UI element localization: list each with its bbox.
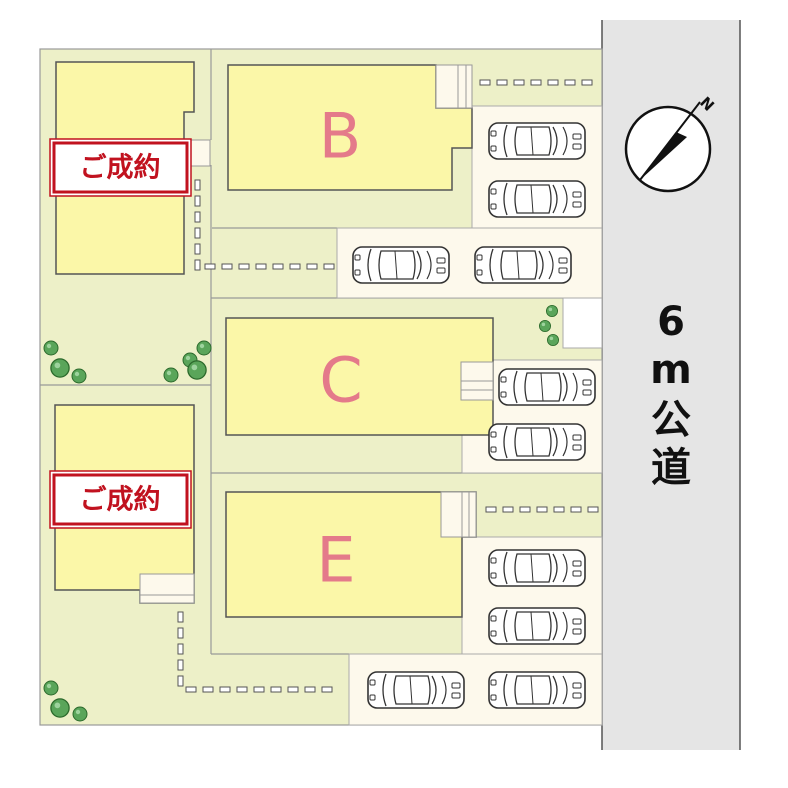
road-label-char: m	[650, 347, 692, 393]
car-icon	[352, 246, 450, 284]
boundary-markers	[177, 79, 599, 693]
lot-label-c: C	[319, 344, 362, 417]
lot-label-b: B	[319, 100, 362, 173]
sold-badge-label: ご成約	[80, 152, 161, 184]
car-icon	[488, 423, 586, 461]
car-icon	[474, 246, 572, 284]
road-label: 6 m 公 道	[650, 299, 692, 491]
car-icon	[488, 671, 586, 709]
compass-icon: N	[624, 93, 718, 193]
car-icon	[488, 549, 586, 587]
lot-label-e: E	[316, 524, 355, 597]
car-icon	[488, 180, 586, 218]
sold-badge-label: ご成約	[80, 484, 161, 516]
building-lot-b	[227, 64, 473, 191]
building-lot-c	[225, 317, 494, 436]
building-lot-e	[225, 491, 477, 618]
car-icon	[498, 368, 596, 406]
car-icon	[488, 607, 586, 645]
road-label-char: 公	[651, 397, 691, 443]
road-label-char: 6	[657, 299, 685, 345]
car-icon	[367, 671, 465, 709]
sold-badge-top: ご成約	[49, 138, 192, 197]
car-icon	[488, 122, 586, 160]
sold-badge-bottom: ご成約	[49, 470, 192, 529]
road-label-char: 道	[651, 445, 691, 491]
